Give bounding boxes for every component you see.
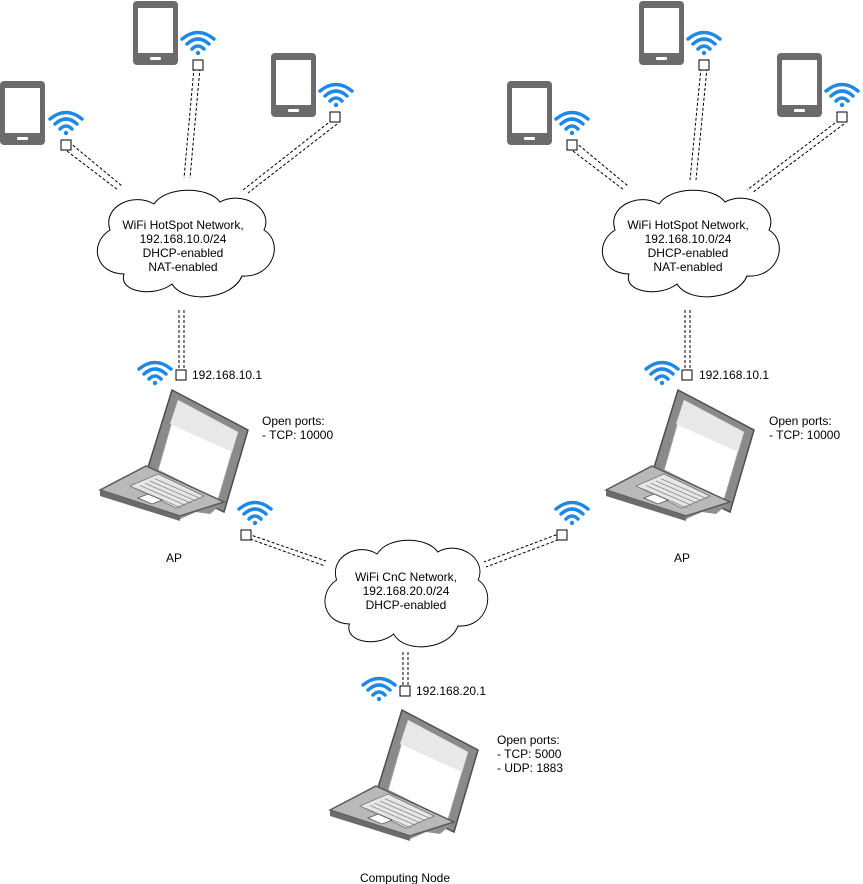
port-square xyxy=(556,529,568,541)
node-ip: 192.168.20.1 xyxy=(416,684,486,698)
wifi-icon xyxy=(554,500,590,527)
port-square xyxy=(329,111,341,123)
ports-line: - UDP: 1883 xyxy=(497,761,563,775)
cloud-line: WiFi CnC Network, xyxy=(355,570,457,584)
ap-label: AP xyxy=(166,551,182,565)
cloud-line: 192.168.10.0/24 xyxy=(140,232,227,246)
wifi-icon xyxy=(237,500,273,527)
cloud-line: DHCP-enabled xyxy=(648,246,729,260)
cloud-line: NAT-enabled xyxy=(148,260,217,274)
port-square xyxy=(698,59,710,71)
ports-line: Open ports: xyxy=(262,414,325,428)
node-label: Computing Node xyxy=(360,871,450,884)
cnc-cloud: WiFi CnC Network, 192.168.20.0/24 DHCP-e… xyxy=(324,539,489,648)
laptop-icon xyxy=(605,389,755,522)
wifi-icon xyxy=(554,110,590,137)
hotspot-cloud-left: WiFi HotSpot Network, 192.168.10.0/24 DH… xyxy=(96,189,275,298)
smartphone-icon xyxy=(507,81,552,145)
ap-left: 192.168.10.1 Open ports: - TCP: 10000 AP xyxy=(99,360,333,565)
wifi-icon xyxy=(361,676,397,703)
port-square xyxy=(60,139,72,151)
wifi-icon xyxy=(137,360,173,387)
ap-ip: 192.168.10.1 xyxy=(192,368,262,382)
cloud-line: DHCP-enabled xyxy=(366,598,447,612)
wifi-icon xyxy=(180,30,216,57)
ports-line: - TCP: 10000 xyxy=(769,428,840,442)
wifi-icon xyxy=(824,82,860,109)
port-square xyxy=(836,111,848,123)
smartphone-icon xyxy=(639,1,684,65)
phone-left-2 xyxy=(133,1,216,71)
ports-line: - TCP: 10000 xyxy=(262,428,333,442)
ports-line: - TCP: 5000 xyxy=(497,747,562,761)
ports-line: Open ports: xyxy=(497,733,560,747)
phone-left-1 xyxy=(0,81,84,151)
phone-left-3 xyxy=(271,53,354,123)
wifi-icon xyxy=(48,110,84,137)
cloud-line: WiFi HotSpot Network, xyxy=(122,218,243,232)
phone-right-1 xyxy=(507,81,590,151)
hotspot-cloud-right: WiFi HotSpot Network, 192.168.10.0/24 DH… xyxy=(601,189,780,298)
smartphone-icon xyxy=(271,53,316,117)
ap-right: 192.168.10.1 Open ports: - TCP: 10000 AP xyxy=(554,360,840,565)
cloud-line: DHCP-enabled xyxy=(143,246,224,260)
smartphone-icon xyxy=(0,81,45,145)
phone-right-3 xyxy=(777,53,860,123)
smartphone-icon xyxy=(133,1,178,65)
computing-node: 192.168.20.1 Open ports: - TCP: 5000 - U… xyxy=(329,676,563,884)
laptop-icon xyxy=(329,709,479,842)
ports-line: Open ports: xyxy=(769,414,832,428)
port-square xyxy=(175,369,187,381)
cloud-line: WiFi HotSpot Network, xyxy=(627,218,748,232)
laptop-icon xyxy=(99,389,249,522)
cloud-line: 192.168.10.0/24 xyxy=(645,232,732,246)
connection-lines xyxy=(62,67,845,688)
port-square xyxy=(566,139,578,151)
cloud-line: 192.168.20.0/24 xyxy=(363,584,450,598)
wifi-icon xyxy=(318,82,354,109)
port-square xyxy=(240,529,252,541)
port-square xyxy=(399,685,411,697)
cloud-line: NAT-enabled xyxy=(653,260,722,274)
wifi-icon xyxy=(686,30,722,57)
phone-right-2 xyxy=(639,1,722,71)
ap-label: AP xyxy=(674,551,690,565)
port-square xyxy=(681,369,693,381)
port-square xyxy=(192,59,204,71)
smartphone-icon xyxy=(777,53,822,117)
ap-ip: 192.168.10.1 xyxy=(699,368,769,382)
wifi-icon xyxy=(644,360,680,387)
